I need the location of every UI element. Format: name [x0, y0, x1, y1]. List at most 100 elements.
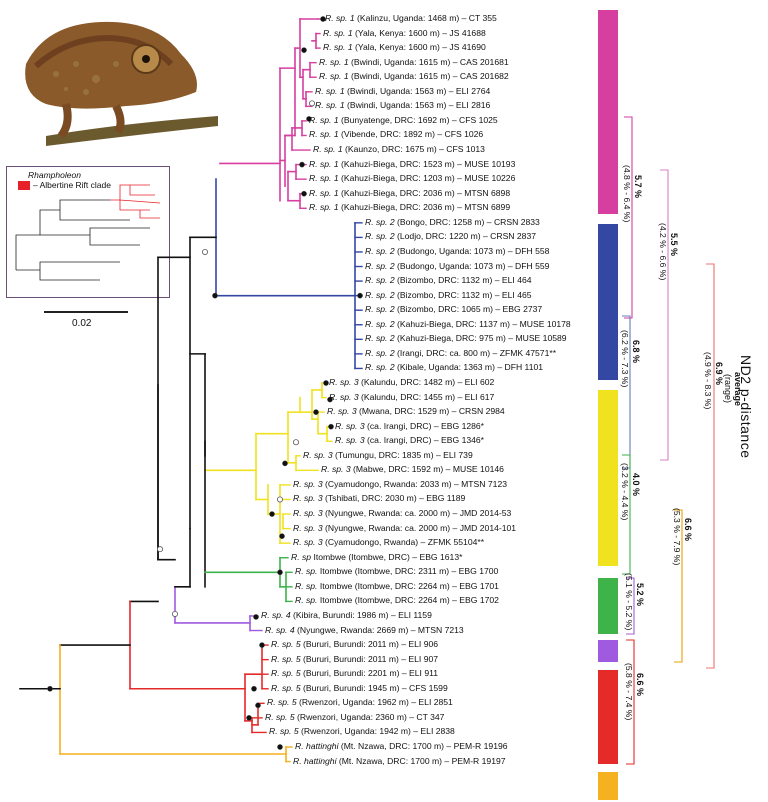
tip-species: R. sp. 3	[321, 464, 351, 474]
tip-detail: (Nyungwe, Rwanda: 2669 m) – MTSN 7213	[295, 625, 464, 635]
tip-label: R. sp. 1 (Bwindi, Uganda: 1563 m) – ELI …	[315, 86, 490, 97]
axis-subtitle-average: average	[733, 372, 743, 406]
tip-detail: (Bwindi, Uganda: 1563 m) – ELI 2816	[345, 100, 491, 110]
tip-detail: (Bururi, Burundi: 1945 m) – CFS 1599	[301, 683, 448, 693]
distance-range: (3.2 % - 4.4 %)	[620, 463, 630, 520]
tip-label: R. sp. 1 (Kahuzi-Biega, DRC: 1203 m) – M…	[309, 173, 515, 184]
tip-label: R. sp. 3 (Tshibati, DRC: 2030 m) – EBG 1…	[293, 493, 465, 504]
tip-label: R. sp. 3 (Nyungwe, Rwanda: ca. 2000 m) –…	[293, 508, 511, 519]
tip-species: R. sp. 1	[323, 42, 353, 52]
tip-detail: (Cyamudongo, Rwanda: 2033 m) – MTSN 7123	[323, 479, 507, 489]
tip-detail: (Kalinzu, Uganda: 1468 m) – CT 355	[355, 13, 497, 23]
tip-species: R. sp. 2	[365, 246, 395, 256]
tip-label: R. sp Itombwe (Itombwe, DRC) – EBG 1613*	[291, 552, 462, 563]
tip-label: R. sp. 2 (Bizombo, DRC: 1132 m) – ELI 46…	[365, 275, 532, 286]
tip-species: R. sp. 1	[313, 144, 343, 154]
tip-detail: (Bururi, Burundi: 2201 m) – ELI 911	[301, 668, 438, 678]
tip-species: R. sp. 5	[267, 697, 297, 707]
tip-detail: (Mt. Nzawa, DRC: 1700 m) – PEM-R 19196	[338, 741, 507, 751]
tip-label: R. hattinghi (Mt. Nzawa, DRC: 1700 m) – …	[295, 741, 508, 752]
tip-species: R. sp. 4	[261, 610, 291, 620]
tip-species: R. sp. 3	[329, 392, 359, 402]
tip-label: R. sp. 2 (Lodjo, DRC: 1220 m) – CRSN 283…	[365, 231, 536, 242]
tip-species: R. sp. 2	[365, 275, 395, 285]
tip-detail: (Nyungwe, Rwanda: ca. 2000 m) – JMD 2014…	[323, 523, 516, 533]
tip-label: R. sp. 3 (Mwana, DRC: 1529 m) – CRSN 298…	[327, 406, 505, 417]
tip-species: R. sp. 1	[309, 159, 339, 169]
tip-label: R. sp. 3 (Nyungwe, Rwanda: ca. 2000 m) –…	[293, 523, 516, 534]
tip-species: R. sp. 1	[325, 13, 355, 23]
tip-detail: (Bwindi, Uganda: 1615 m) – CAS 201682	[349, 71, 509, 81]
tip-detail: (Bwindi, Uganda: 1563 m) – ELI 2764	[345, 86, 491, 96]
tip-label: R. sp. 5 (Bururi, Burundi: 2011 m) – ELI…	[271, 654, 438, 665]
tip-species: R. sp. 3	[293, 523, 323, 533]
distance-range: (4.8 % - 6.4 %)	[622, 165, 632, 222]
tip-species: R. sp. 3	[335, 435, 365, 445]
tip-detail: (Lodjo, DRC: 1220 m) – CRSN 2837	[395, 231, 536, 241]
tip-detail: (Kahuzi-Biega, DRC: 1137 m) – MUSE 10178	[395, 319, 571, 329]
tip-detail: (Budongo, Uganda: 1073 m) – DFH 558	[395, 246, 550, 256]
tip-species: R. sp. 1	[309, 188, 339, 198]
tip-detail: (Bururi, Burundi: 2011 m) – ELI 906	[301, 639, 438, 649]
tip-species: R. sp.	[295, 566, 317, 576]
tip-label: R. sp. Itombwe (Itombwe, DRC: 2264 m) – …	[295, 595, 499, 606]
tip-label: R. sp. 1 (Kahuzi-Biega, DRC: 2036 m) – M…	[309, 202, 510, 213]
tip-species: R. sp. 3	[293, 537, 323, 547]
tip-detail: (Mabwe, DRC: 1592 m) – MUSE 10146	[351, 464, 504, 474]
tip-label: R. sp. 1 (Kahuzi-Biega, DRC: 1523 m) – M…	[309, 159, 515, 170]
tip-species: R. sp. 1	[309, 129, 339, 139]
tip-label: R. sp. 3 (ca. Irangi, DRC) – EBG 1346*	[335, 435, 484, 446]
tip-label: R. sp. 1 (Yala, Kenya: 1600 m) – JS 4169…	[323, 42, 486, 53]
tip-label: R. sp. 3 (Tumungu, DRC: 1835 m) – ELI 73…	[303, 450, 473, 461]
tip-label: R. sp. 2 (Bongo, DRC: 1258 m) – CRSN 283…	[365, 217, 540, 228]
tip-label: R. sp. 1 (Kalinzu, Uganda: 1468 m) – CT …	[325, 13, 497, 24]
tip-label: R. sp. 3 (ca. Irangi, DRC) – EBG 1286*	[335, 421, 484, 432]
tip-species: R. sp.	[295, 581, 317, 591]
tip-species: R. sp. 3	[327, 406, 357, 416]
tip-species: R. sp. 2	[365, 333, 395, 343]
tip-label: R. sp. 3 (Kalundu, DRC: 1455 m) – ELI 61…	[329, 392, 494, 403]
tip-species: R. sp. 5	[271, 668, 301, 678]
tip-species: R. sp. 5	[265, 712, 295, 722]
tip-label: R. sp. 2 (Kahuzi-Biega, DRC: 1137 m) – M…	[365, 319, 571, 330]
tip-species: R. sp. 5	[271, 639, 301, 649]
tip-detail: Itombwe (Itombwe, DRC: 2264 m) – EBG 170…	[317, 581, 499, 591]
tip-label: R. sp. 2 (Budongo, Uganda: 1073 m) – DFH…	[365, 246, 549, 257]
distance-average: 6.8 %	[631, 340, 641, 363]
tip-detail: (Vibende, DRC: 1892 m) – CFS 1026	[339, 129, 484, 139]
tip-species: R. sp. 3	[329, 377, 359, 387]
tip-label: R. sp. 1 (Vibende, DRC: 1892 m) – CFS 10…	[309, 129, 483, 140]
tip-label: R. sp. 1 (Yala, Kenya: 1600 m) – JS 4168…	[323, 28, 486, 39]
tip-label: R. sp. 5 (Rwenzori, Uganda: 1942 m) – EL…	[269, 726, 455, 737]
tip-label: R. sp. 5 (Bururi, Burundi: 2201 m) – ELI…	[271, 668, 438, 679]
tip-species: R. sp. 1	[319, 71, 349, 81]
tip-label: R. sp. 5 (Rwenzori, Uganda: 1962 m) – EL…	[267, 697, 453, 708]
tip-detail: (Kibale, Uganda: 1363 m) – DFH 1101	[395, 362, 543, 372]
distance-range: (5.8 % - 7.4 %)	[624, 663, 634, 720]
tip-species: R. sp. 3	[293, 508, 323, 518]
distance-range: (4.9 % - 8.3 %)	[703, 352, 713, 409]
tip-species: R. sp. 2	[365, 362, 395, 372]
tip-detail: (Cyamudongo, Rwanda) – ZFMK 55104**	[323, 537, 484, 547]
tip-species: R. sp. 2	[365, 319, 395, 329]
tip-species: R. sp. 2	[365, 348, 395, 358]
distance-range: (5.1 % - 5.2 %)	[624, 573, 634, 630]
tip-species: R. sp. 5	[269, 726, 299, 736]
tip-detail: (Budongo, Uganda: 1073 m) – DFH 559	[395, 261, 550, 271]
tip-label: R. sp. 1 (Bwindi, Uganda: 1615 m) – CAS …	[319, 71, 509, 82]
tip-detail: (Bwindi, Uganda: 1615 m) – CAS 201681	[349, 57, 509, 67]
tip-detail: (Kahuzi-Biega, DRC: 1523 m) – MUSE 10193	[339, 159, 516, 169]
tip-species: R. sp. 3	[293, 479, 323, 489]
tip-label: R. sp. 5 (Bururi, Burundi: 2011 m) – ELI…	[271, 639, 438, 650]
tip-label: R. sp. 1 (Bwindi, Uganda: 1563 m) – ELI …	[315, 100, 490, 111]
distance-average: 5.2 %	[635, 583, 645, 606]
tip-label: R. sp. 5 (Rwenzori, Uganda: 2360 m) – CT…	[265, 712, 444, 723]
tip-species: R. sp. 2	[365, 217, 395, 227]
tip-detail: (Rwenzori, Uganda: 2360 m) – CT 347	[295, 712, 445, 722]
tip-species: R. sp	[291, 552, 311, 562]
tip-label: R. sp. 4 (Nyungwe, Rwanda: 2669 m) – MTS…	[265, 625, 464, 636]
tip-detail: (Bongo, DRC: 1258 m) – CRSN 2833	[395, 217, 540, 227]
tip-label: R. sp. 3 (Cyamudongo, Rwanda) – ZFMK 551…	[293, 537, 484, 548]
tip-detail: (Tshibati, DRC: 2030 m) – EBG 1189	[323, 493, 466, 503]
